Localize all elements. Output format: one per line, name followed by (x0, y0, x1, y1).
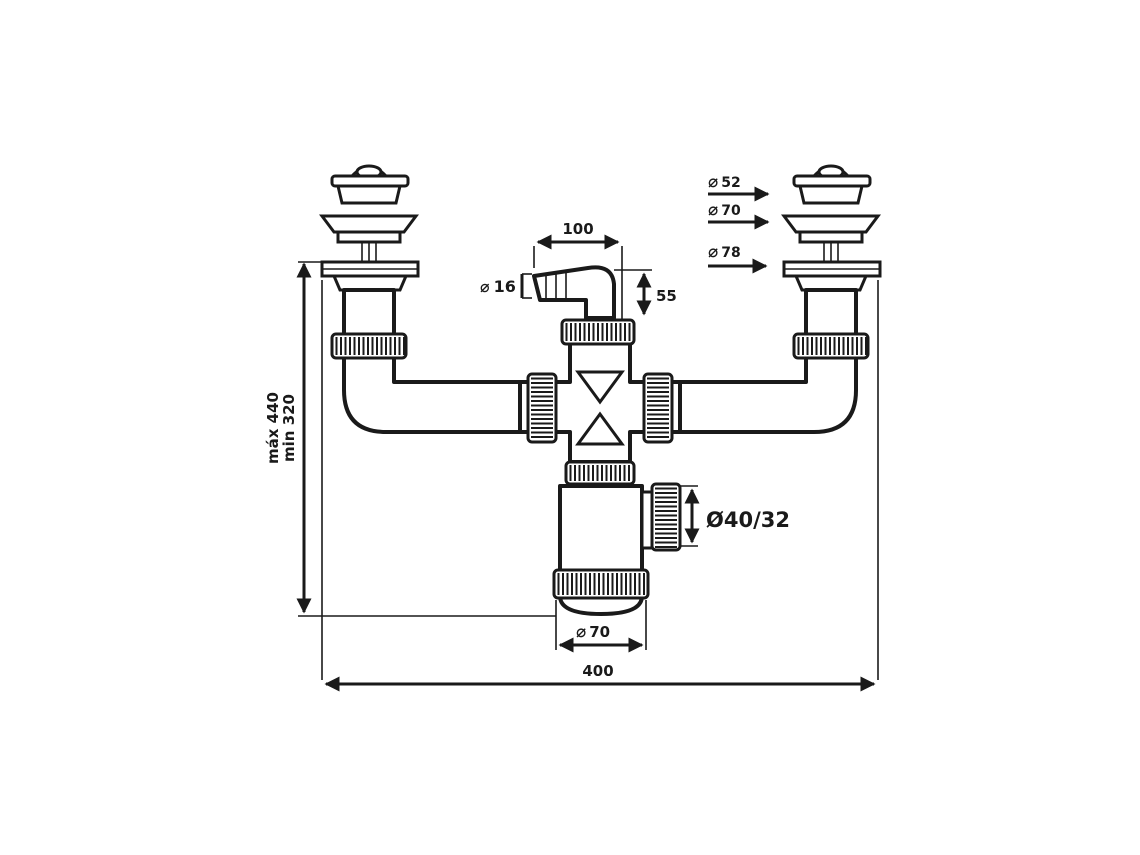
height-min-label: min 320 (280, 394, 298, 462)
left-strainer (319, 164, 419, 262)
strainer-small-label: 52 (721, 175, 740, 191)
cross-left-nut (526, 372, 558, 444)
dimension-outlet: Ø40/32 (680, 485, 790, 547)
diameter-icon: ⌀ (480, 277, 490, 296)
cross-right-nut (642, 372, 674, 444)
left-vertical-nut (330, 332, 408, 360)
dimension-hose-length: 100 (533, 220, 623, 320)
dimension-height: máx 440 min 320 (264, 261, 556, 617)
diameter-icon: ⌀ (708, 200, 718, 220)
trap-top-nut (564, 460, 636, 486)
total-width-label: 400 (582, 662, 613, 680)
diameter-icon: ⌀ (576, 622, 586, 642)
svg-text:⌀78: ⌀78 (708, 242, 741, 262)
dimension-total-width: 400 (321, 280, 879, 692)
diameter-icon: ⌀ (708, 172, 718, 192)
right-bowl-flange (782, 260, 882, 292)
dimension-strainer-diameters: ⌀52 ⌀70 ⌀78 (708, 172, 770, 274)
dimension-trap-diameter: ⌀70 (555, 600, 647, 653)
hose-length-label: 100 (562, 220, 593, 238)
dimension-hose-diameter: ⌀16 (480, 273, 532, 299)
hose-fitting-nut (560, 318, 636, 346)
left-bowl-flange (320, 260, 420, 292)
right-strainer (781, 164, 881, 262)
pipe-assembly (342, 265, 858, 616)
svg-text:⌀70: ⌀70 (708, 200, 741, 220)
svg-text:⌀16: ⌀16 (480, 277, 516, 296)
strainer-medium-label: 70 (721, 203, 741, 219)
outlet-label: Ø40/32 (706, 508, 790, 532)
diameter-icon: ⌀ (708, 242, 718, 262)
height-max-label: máx 440 (264, 392, 282, 464)
svg-text:⌀52: ⌀52 (708, 172, 741, 192)
dimension-hose-height: 55 (614, 269, 677, 316)
svg-text:⌀70: ⌀70 (576, 622, 610, 642)
trap-diameter-label: 70 (589, 623, 610, 641)
hose-height-label: 55 (656, 287, 677, 305)
hose-diameter-label: 16 (494, 277, 516, 296)
right-vertical-nut (792, 332, 870, 360)
strainer-large-label: 78 (721, 245, 740, 261)
outlet-nut (650, 482, 682, 552)
trap-bottom-nut (552, 568, 650, 600)
